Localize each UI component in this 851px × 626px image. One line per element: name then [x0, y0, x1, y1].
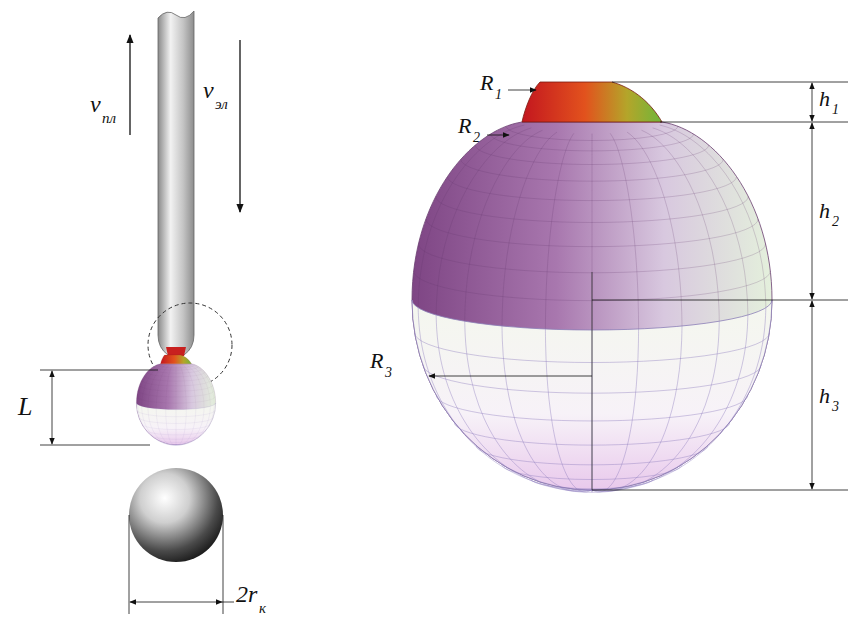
subscript: 1 [832, 102, 839, 117]
radius-label-box: R [370, 350, 383, 372]
extension-line [40, 370, 158, 371]
dimension-line [52, 371, 53, 444]
height-label: h [819, 198, 830, 223]
subscript: к [259, 600, 266, 616]
subscript-box: пл [102, 110, 116, 126]
velocity-symbol-box: v [90, 92, 101, 116]
radius-label-box: R [480, 72, 493, 94]
velocity-arrow [239, 40, 240, 212]
radius-leader [429, 376, 592, 377]
subscript-box: эл [215, 96, 228, 112]
subscript: 3 [832, 399, 839, 414]
velocity-arrow [129, 35, 130, 135]
subscript-box: 3 [385, 364, 392, 380]
large-drop [412, 82, 772, 492]
subscript: 3 [385, 365, 392, 380]
subscript-box: 1 [495, 86, 502, 102]
extension-line [660, 122, 848, 123]
subscript-box: 1 [832, 101, 839, 117]
dimension-label: L [18, 392, 32, 421]
ball [129, 468, 223, 562]
height-label-box: h [819, 88, 830, 110]
dimension-line [812, 83, 813, 121]
extension-line [592, 300, 848, 301]
dimension-line [222, 602, 234, 603]
velocity-symbol: v [90, 91, 101, 117]
height-label: h [819, 383, 830, 408]
subscript-box: 2 [832, 213, 839, 229]
radius-leader [508, 90, 536, 91]
extension-line [40, 445, 150, 446]
subscript: 2 [832, 214, 839, 229]
subscript: пл [102, 110, 116, 126]
subscript: 2 [473, 130, 480, 145]
radius-label: R [480, 70, 493, 95]
subscript: эл [215, 96, 228, 112]
extension-line [612, 82, 848, 83]
radius-label: R [370, 348, 383, 373]
dimension-line [812, 301, 813, 489]
dimension-label: 2r [236, 581, 257, 607]
subscript-box: к [259, 600, 266, 616]
extension-line [592, 490, 848, 491]
dimension-label-box: L [18, 394, 32, 420]
velocity-symbol-box: v [203, 78, 214, 102]
subscript-box: 3 [832, 398, 839, 414]
extension-line [223, 515, 224, 614]
height-label-box: h [819, 385, 830, 407]
height-label-box: h [819, 200, 830, 222]
dimension-line [812, 123, 813, 299]
velocity-symbol: v [203, 77, 214, 103]
dimension-label-box: 2r [236, 582, 257, 606]
height-label: h [819, 86, 830, 111]
subscript: 1 [495, 87, 502, 102]
small-drop [136, 355, 215, 445]
neck-red [166, 347, 186, 356]
radius-leader [487, 135, 509, 136]
radius-label: R [458, 113, 471, 138]
extension-line [129, 515, 130, 614]
axis-line [592, 272, 593, 490]
subscript-box: 2 [473, 129, 480, 145]
dimension-line [130, 602, 222, 603]
radius-label-box: R [458, 115, 471, 137]
